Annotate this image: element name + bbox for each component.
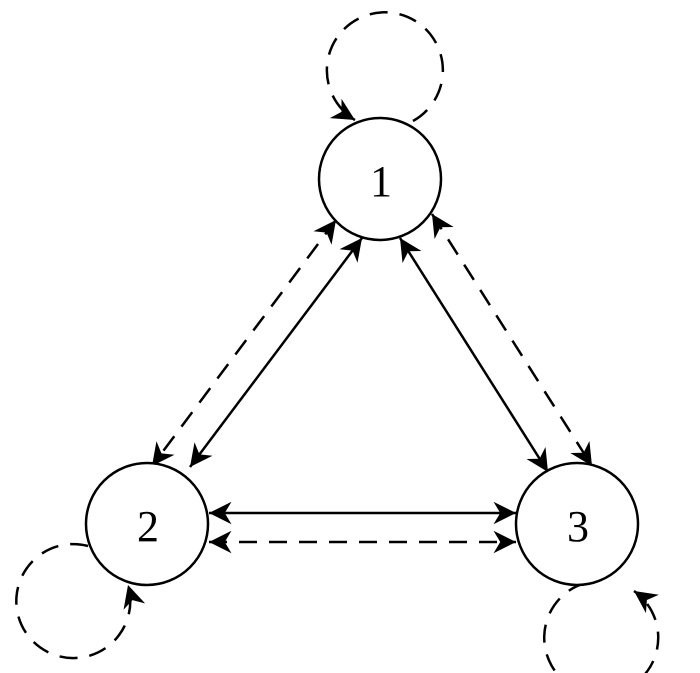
node-1: [317, 116, 443, 242]
node-2: [84, 461, 210, 587]
node-2-label: 2: [137, 502, 159, 551]
node-1-label: 1: [370, 157, 392, 206]
edge-1-3-solid: [398, 237, 550, 473]
node-3: [514, 461, 640, 587]
node-3-label: 3: [567, 502, 589, 551]
edge-1-3-dashed: [430, 213, 594, 467]
self-loop-3: [543, 581, 660, 673]
self-loop-2: [15, 542, 146, 660]
edge-1-2-solid: [189, 237, 363, 468]
edge-1-2-dashed: [150, 219, 338, 467]
self-loop-1: [325, 11, 445, 123]
